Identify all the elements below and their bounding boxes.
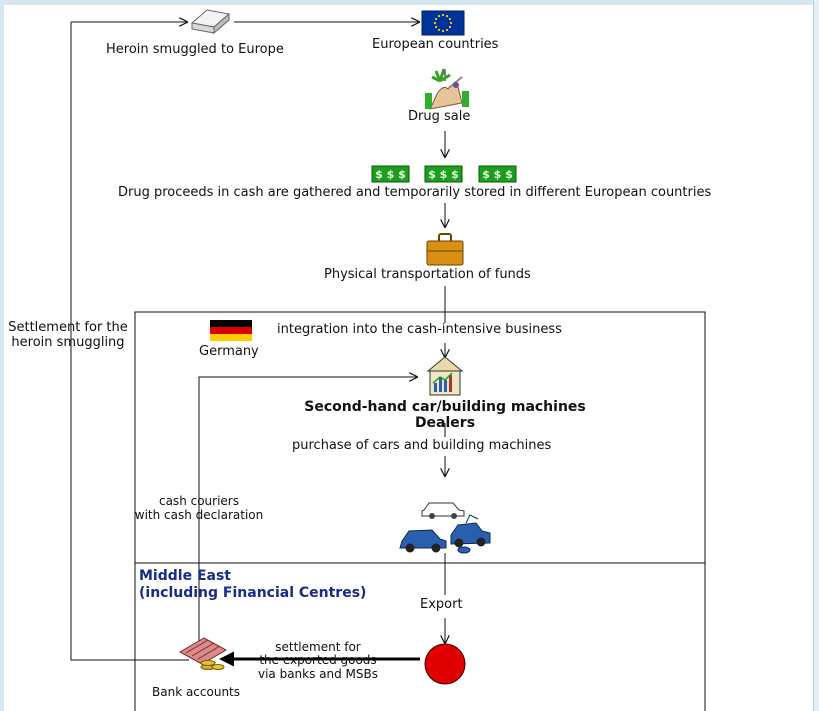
label-heroin-smuggled: Heroin smuggled to Europe [106,42,284,57]
cars-icon [399,502,491,554]
window-frame-edge [813,0,819,711]
label-dealers-line1: Second-hand car/building machines [304,399,586,415]
banknote-icon-3: $ $ $ [478,165,517,183]
edge-cash-couriers [198,377,417,642]
label-integration: integration into the cash-intensive busi… [277,322,562,337]
label-bank-accounts: Bank accounts [152,685,241,699]
label-drug-sale: Drug sale [408,109,471,124]
label-drug-proceeds: Drug proceeds in cash are gathered and t… [118,185,712,200]
eu-star [441,13,445,17]
heroin-package-icon [190,9,231,35]
export-destination-dot [424,643,466,685]
eu-star [448,25,452,29]
dealer-building-icon [426,356,464,396]
bank-accounts-icon [178,637,228,670]
label-dealers: Second-hand car/building machines Dealer… [266,399,624,431]
diagram-svg: $ $ $ $ $ $ $ $ $ [70,9,706,711]
germany-flag-icon [210,320,252,341]
banknote-icon-1: $ $ $ [371,165,410,183]
label-export: Export [420,597,463,612]
label-cash-couriers-line2: with cash declaration [134,507,264,522]
eu-star [445,14,449,18]
banknote-icon-2: $ $ $ [424,165,463,183]
label-cash-couriers: cash couriers with cash declaration [132,494,266,523]
germany-region-box [134,311,706,711]
label-european-countries: European countries [372,37,499,52]
eu-star [445,28,449,32]
label-settlement-goods: settlement for the exported goods via ba… [256,640,380,681]
label-settlement-smuggling-line1: Settlement for the [8,320,128,335]
label-cash-couriers-line1: cash couriers [158,494,239,508]
svg-text:$ $ $: $ $ $ [482,168,513,181]
eu-star [437,14,441,18]
svg-text:$ $ $: $ $ $ [428,168,459,181]
label-middle-east: Middle East (including Financial Centres… [139,568,366,602]
label-middle-east-line1: Middle East [139,568,231,584]
eu-star [449,21,453,25]
label-dealers-line2: Dealers [414,415,476,432]
label-purchase: purchase of cars and building machines [292,438,552,453]
label-settlement-smuggling: Settlement for the heroin smuggling [6,320,130,351]
drug-sale-icon [425,68,469,110]
edge-settlement-loop [70,22,189,661]
diagram-canvas: { "nodes": { "heroin_smuggled": "Heroin … [4,5,813,711]
eu-star [434,17,438,21]
label-settlement-goods-line1: settlement for [275,640,361,654]
eu-star [434,25,438,29]
eu-star [433,21,437,25]
eu-star [448,17,452,21]
eu-star [441,29,445,33]
eu-star [437,28,441,32]
briefcase-icon [426,233,464,266]
label-physical-transport: Physical transportation of funds [324,267,531,282]
label-settlement-smuggling-line2: heroin smuggling [11,334,125,350]
label-middle-east-line2: (including Financial Centres) [139,584,367,601]
label-settlement-goods-line3: via banks and MSBs [257,666,379,681]
svg-text:$ $ $: $ $ $ [375,168,406,181]
eu-flag-icon [421,10,465,36]
label-settlement-goods-line2: the exported goods [259,653,377,668]
label-germany: Germany [199,344,259,359]
